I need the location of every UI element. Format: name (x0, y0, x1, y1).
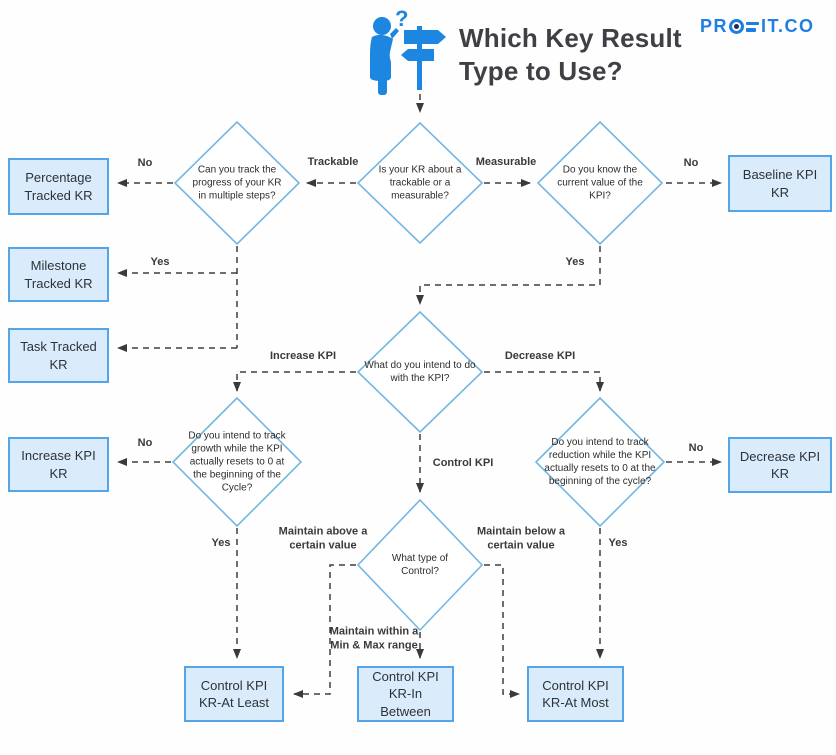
thinking-person-signpost-icon: ? (370, 6, 446, 95)
edge-label-trackable: Trackable (307, 156, 359, 168)
edge-label-no-increase: No (137, 437, 153, 449)
connector-maintain-above (293, 564, 356, 698)
edge-label-yes-at-least: Yes (211, 537, 231, 549)
decision-trackable-or-measurable: Is your KR about a trackable or a measur… (378, 164, 462, 202)
connector-increase-kpi (233, 371, 356, 392)
result-increase-kpi-kr: Increase KPI KR (8, 437, 109, 492)
result-milestone-tracked-kr: Milestone Tracked KR (8, 247, 109, 302)
decision-track-growth: Do you intend to track growth while the … (188, 430, 286, 494)
page-title-line1: Which Key Result (459, 23, 682, 53)
decision-multiple-steps: Can you track the progress of your KR in… (192, 164, 282, 202)
decision-type-of-control: What type of Control? (391, 553, 449, 577)
diamond-intend-with-kpi (356, 310, 484, 434)
edge-label-yes-measurable: Yes (565, 256, 585, 268)
target-icon (729, 19, 745, 34)
logo-text-itco: IT.CO (761, 16, 815, 36)
connector-decrease-kpi (484, 371, 604, 392)
edge-label-maintain-above: Maintain above a certain value (278, 525, 368, 551)
profit-co-logo: PR IT.CO (700, 16, 815, 37)
page-title: Which Key Result Type to Use? (459, 22, 682, 88)
result-control-kpi-at-least: Control KPI KR-At Least (184, 666, 284, 722)
edge-label-no-baseline: No (683, 157, 699, 169)
edge-label-maintain-within: Maintain within a Min & Max range (329, 625, 419, 651)
connector-yes-to-intend (416, 246, 601, 305)
edge-label-yes-at-most: Yes (608, 537, 628, 549)
edge-label-yes-milestone: Yes (150, 256, 170, 268)
result-task-tracked-kr: Task Tracked KR (8, 328, 109, 383)
result-control-kpi-at-most: Control KPI KR-At Most (527, 666, 624, 722)
edge-label-maintain-below: Maintain below a certain value (476, 525, 565, 551)
decision-know-current-value: Do you know the current value of the KPI… (557, 164, 643, 202)
result-decrease-kpi-kr: Decrease KPI KR (728, 437, 832, 493)
diamond-track-reduction (534, 396, 666, 528)
edge-label-control-kpi: Control KPI (432, 457, 494, 469)
result-baseline-kpi-kr: Baseline KPI KR (728, 155, 832, 212)
decision-intend-with-kpi: What do you intend to do with the KPI? (364, 360, 476, 384)
diamond-type-of-control (356, 498, 484, 632)
logo-text-pr: PR (700, 16, 729, 36)
result-control-kpi-in-between: Control KPI KR-In Between (357, 666, 454, 722)
question-mark-icon: ? (395, 6, 408, 31)
page-title-line2: Type to Use? (459, 56, 623, 86)
edge-label-no-percentage: No (137, 157, 153, 169)
diamond-multiple-steps (173, 120, 301, 246)
edge-label-increase-kpi: Increase KPI (269, 350, 337, 362)
stylized-f-icon (746, 21, 760, 32)
edge-label-no-decrease: No (688, 442, 704, 454)
connector-maintain-below (484, 564, 520, 698)
decision-track-reduction: Do you intend to track reduction while t… (544, 437, 656, 487)
edge-label-measurable: Measurable (475, 156, 537, 168)
diamond-know-current-value (536, 120, 664, 246)
diamond-trackable-or-measurable (356, 121, 484, 245)
edge-label-decrease-kpi: Decrease KPI (504, 350, 576, 362)
diamond-track-growth (171, 396, 303, 528)
result-percentage-tracked-kr: Percentage Tracked KR (8, 158, 109, 215)
